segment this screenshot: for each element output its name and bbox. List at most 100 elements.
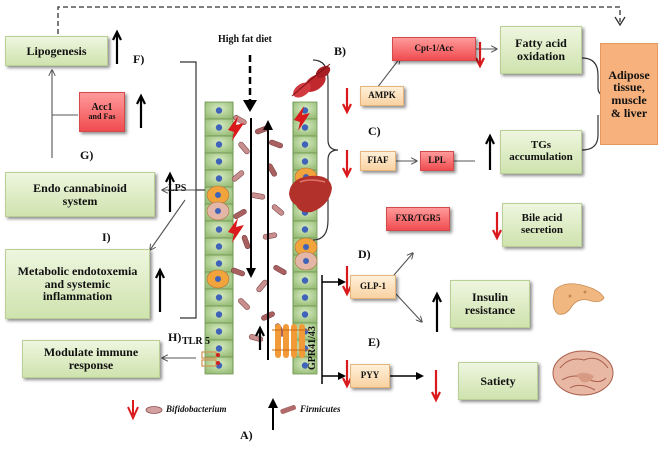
cpt1-acc-label: Cpt-1/Acc [414,43,454,54]
cell-nucleus [301,362,309,369]
endocannabinoid-label-1: Endo cannabinoid [33,180,127,195]
legend-graphics [127,398,296,430]
bile-acid-down-arrow-head [492,229,502,241]
damage-bolt [228,218,244,243]
pyy-down-arrow-head [342,377,352,389]
gut-bacterium [241,235,251,249]
pyy-box: PYY [350,364,390,388]
metabolic-label-1: Metabolic endotoxemia [17,264,138,279]
fiaf-box: FIAF [360,151,396,171]
lumen-arrows [246,118,273,360]
cell-nucleus [215,158,223,165]
lipogenesis-up-arrow-head [112,29,122,41]
cell-nucleus [301,226,309,233]
cell-nucleus [301,294,309,301]
high-fat-diet-label: High fat diet [218,34,272,45]
fxr-tgr5-label: FXR/TGR5 [395,213,441,224]
lipogenesis-box: Lipogenesis [5,36,108,66]
cell-nucleus [303,258,309,264]
fiaf-down-arrow-head [342,167,352,179]
cell-nucleus [215,345,223,352]
cell-nucleus [215,175,223,182]
cell-nucleus [301,158,309,165]
gut-bacterium [233,115,247,125]
tgs-up-arrow-head [485,133,495,145]
immune-label-1: Modulate immune [43,345,139,360]
lpl-label: LPL [428,155,446,166]
high-fat-diet-arrow [243,55,257,112]
liver-illustration [289,175,332,213]
label-f: F) [133,52,145,66]
metabolic-label-2: and systemic [44,276,111,291]
intestinal-epithelium [204,101,318,375]
gut-bacterium [269,139,283,149]
cell-nucleus [301,277,309,284]
cell-nucleus [215,311,223,318]
gut-bacterium [238,298,250,310]
cell-nucleus [301,141,309,148]
label-i: I) [102,230,111,244]
tgs-label-1: TGs [530,139,552,152]
immune-up-arrow-head [255,325,265,337]
metabolic-up-arrow-head [155,267,165,279]
brain-illustration [552,350,614,396]
adipose-label-2: tissue, [613,80,645,95]
cell-nucleus [215,107,223,114]
endocannabinoid-label-2: system [62,193,98,208]
cell-nucleus [303,244,309,250]
legend-firmicutes: Firmicutes [300,404,341,414]
cell-nucleus [215,226,223,233]
fas-label: and Fas [88,112,116,122]
tlr5-label: TLR 5 [182,336,211,347]
satiety-box: Satiety [458,362,538,400]
cell-nucleus [215,328,223,335]
insulin-label-1: Insulin [471,290,509,305]
lipogenesis-label: Lipogenesis [26,43,87,58]
acc1-label: Acc1 [91,101,113,113]
connector-arrows [52,49,497,358]
satiety-label: Satiety [480,373,516,388]
cell-nucleus [215,208,221,214]
gpr-receptor [272,324,310,358]
glp1-down-arrow-head [342,285,352,297]
damage-bolt [228,116,244,141]
gut-bacterium [231,170,245,182]
satiety-down-arrow-head [431,391,441,403]
acc1-up-arrow-head [136,93,146,105]
pancreas-illustration [552,283,605,315]
gpr41-43-label: GPR41/43 [307,326,318,370]
label-a: A) [240,428,253,442]
gut-bacterium [256,279,268,293]
cpt1-acc-box: Cpt-1/Acc [392,37,476,61]
label-g: G) [80,148,94,162]
cell-nucleus [301,107,309,114]
fatty-acid-label-1: Fatty acid [515,36,567,51]
cell-nucleus [301,124,309,131]
ampk-box: AMPK [360,86,404,106]
glp1-label: GLP-1 [360,281,386,292]
bile-acid-label-1: Bile acid [521,212,563,225]
adipose-label-1: Adipose [608,67,650,82]
bile-acid-label-2: secretion [521,224,563,236]
tgs-label-2: accumulation [509,151,573,163]
insulin-up-arrow-head [432,291,442,303]
insulin-label-2: resistance [464,303,516,317]
cell-nucleus [215,243,223,250]
fatty-acid-label-2: oxidation [516,49,565,63]
label-h: H) [168,330,182,344]
label-d: D) [358,247,371,261]
ampk-down-arrow-head [342,103,352,115]
pyy-to-satiety-arrow [390,372,424,380]
cell-nucleus [215,260,223,267]
label-b: B) [334,44,346,58]
label-c: C) [368,124,381,138]
gut-bacterium [231,267,245,277]
